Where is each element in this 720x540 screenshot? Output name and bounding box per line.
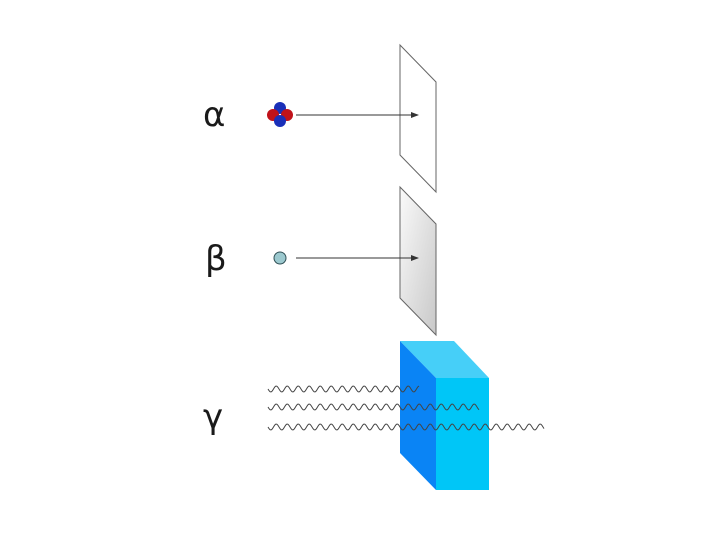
beta-particle [273, 251, 287, 265]
gamma-rays [267, 385, 545, 431]
thick-block [400, 341, 489, 490]
block-side-face [436, 378, 489, 490]
block-top-face [400, 341, 489, 378]
gamma-ray-medium [267, 403, 480, 411]
paper-sheet [399, 43, 437, 194]
beta-symbol: β [205, 239, 227, 279]
alpha-particle [267, 102, 293, 127]
metal-sheet [399, 185, 437, 337]
alpha-symbol: α [203, 95, 225, 135]
gamma-ray-short [267, 385, 420, 393]
gamma-ray-long [267, 423, 545, 431]
gamma-symbol: γ [203, 397, 223, 437]
block-front-face [400, 341, 436, 490]
